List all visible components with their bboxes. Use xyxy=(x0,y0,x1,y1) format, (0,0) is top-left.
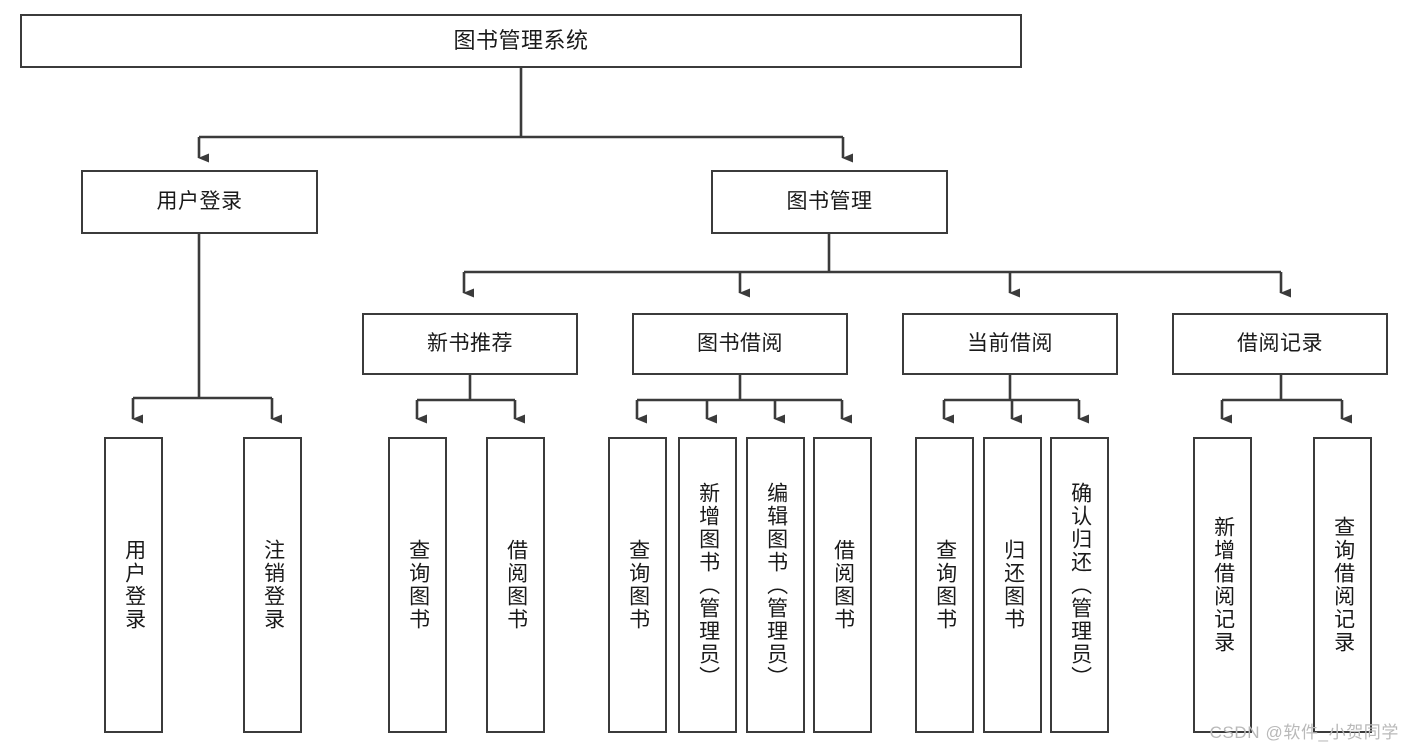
node-label: 图书管理系统 xyxy=(453,28,589,54)
node-label: 查询图书 xyxy=(626,539,650,631)
leaf-current-query-book[interactable]: 查询图书 xyxy=(915,437,974,733)
node-borrow-record[interactable]: 借阅记录 xyxy=(1172,313,1388,375)
leaf-newbook-borrow-book[interactable]: 借阅图书 xyxy=(486,437,545,733)
node-label: 确认归还（管理员） xyxy=(1068,481,1092,689)
leaf-logout[interactable]: 注销登录 xyxy=(243,437,302,733)
node-label: 查询图书 xyxy=(406,539,430,631)
edge-group-book-manage xyxy=(462,233,1291,298)
leaf-current-return-book[interactable]: 归还图书 xyxy=(983,437,1042,733)
node-current-borrow[interactable]: 当前借阅 xyxy=(902,313,1118,375)
node-label: 图书借阅 xyxy=(697,331,783,355)
leaf-borrow-lend-book[interactable]: 借阅图书 xyxy=(813,437,872,733)
node-book-borrow[interactable]: 图书借阅 xyxy=(632,313,848,375)
edge-group-borrow-record xyxy=(1220,375,1352,424)
node-label: 新增借阅记录 xyxy=(1211,516,1235,654)
node-user-login[interactable]: 用户登录 xyxy=(81,170,318,234)
node-label: 注销登录 xyxy=(261,539,285,631)
edge-group-current-borrow xyxy=(942,375,1089,424)
node-label: 借阅图书 xyxy=(831,539,855,631)
csdn-watermark: CSDN @软件_小贺同学 xyxy=(1209,723,1399,742)
leaf-borrow-edit-book-admin[interactable]: 编辑图书（管理员） xyxy=(746,437,805,733)
edge-group-new-book xyxy=(415,375,525,424)
node-label: 用户登录 xyxy=(122,539,146,631)
leaf-borrow-add-book-admin[interactable]: 新增图书（管理员） xyxy=(678,437,737,733)
node-label: 图书管理 xyxy=(786,189,873,213)
node-label: 查询图书 xyxy=(933,539,957,631)
node-label: 借阅图书 xyxy=(504,539,528,631)
edge-group-root xyxy=(197,67,853,163)
leaf-record-query-record[interactable]: 查询借阅记录 xyxy=(1313,437,1372,733)
node-label: 归还图书 xyxy=(1001,539,1025,631)
edge-group-user-login xyxy=(131,233,282,424)
leaf-borrow-query-book[interactable]: 查询图书 xyxy=(608,437,667,733)
node-label: 新增图书（管理员） xyxy=(696,481,720,689)
node-label: 用户登录 xyxy=(156,189,243,213)
node-label: 查询借阅记录 xyxy=(1331,516,1355,654)
node-label: 借阅记录 xyxy=(1237,331,1323,355)
node-label: 新书推荐 xyxy=(427,331,513,355)
leaf-newbook-query-book[interactable]: 查询图书 xyxy=(388,437,447,733)
node-label: 当前借阅 xyxy=(967,331,1053,355)
leaf-current-confirm-return-admin[interactable]: 确认归还（管理员） xyxy=(1050,437,1109,733)
node-root-system[interactable]: 图书管理系统 xyxy=(20,14,1022,68)
leaf-user-login[interactable]: 用户登录 xyxy=(104,437,163,733)
node-new-book-recommend[interactable]: 新书推荐 xyxy=(362,313,578,375)
node-book-management[interactable]: 图书管理 xyxy=(711,170,948,234)
edge-group-book-borrow xyxy=(635,375,852,424)
node-label: 编辑图书（管理员） xyxy=(764,481,788,689)
leaf-record-add-record[interactable]: 新增借阅记录 xyxy=(1193,437,1252,733)
